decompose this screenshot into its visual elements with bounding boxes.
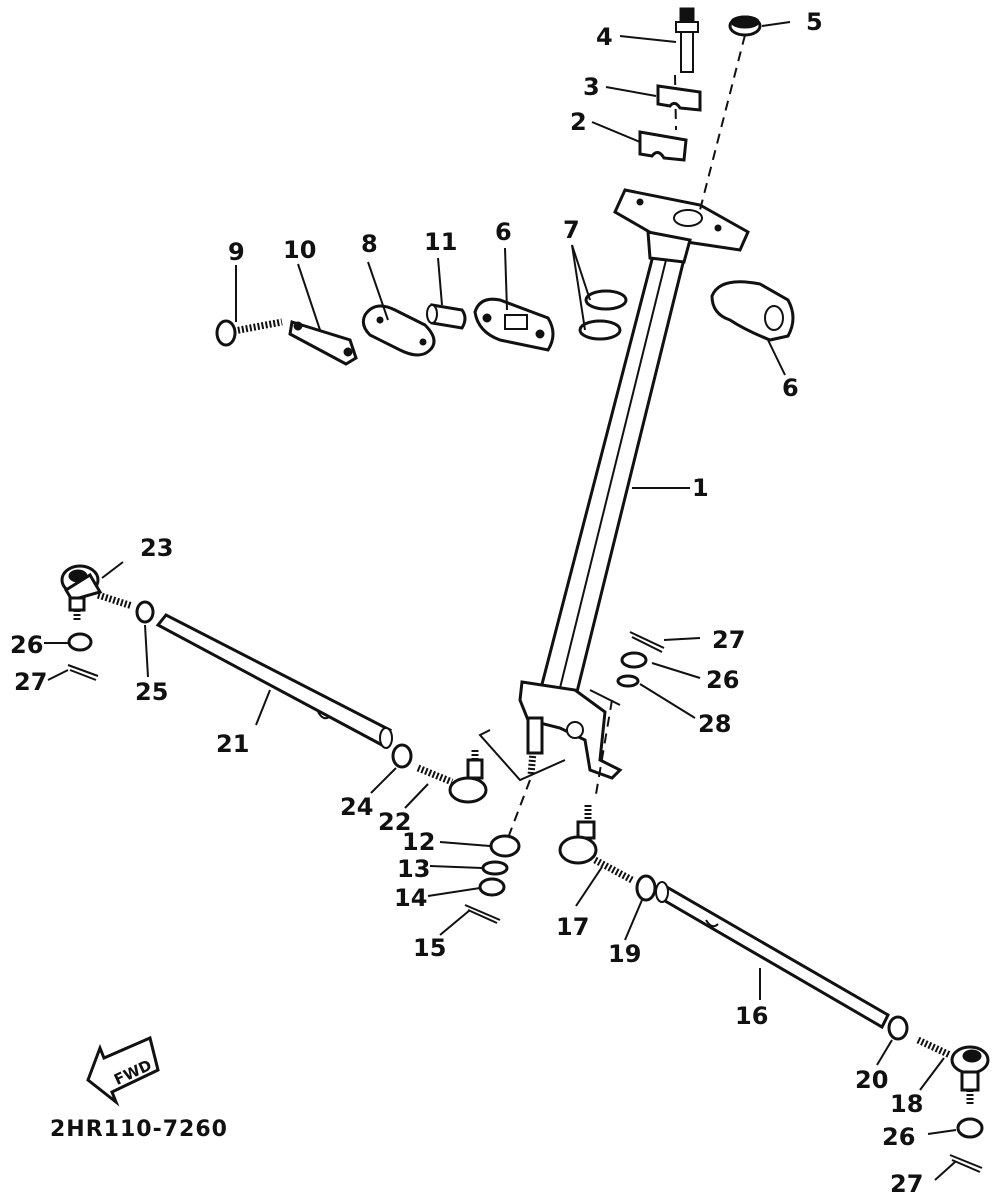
callout-9: 9 — [228, 238, 245, 266]
callout-2: 2 — [570, 108, 587, 136]
nut-12 — [489, 834, 521, 858]
collar-3 — [656, 84, 702, 112]
callout-23: 23 — [140, 534, 173, 562]
nut-19 — [635, 874, 657, 902]
cap-5 — [728, 15, 762, 37]
bolt-9 — [215, 318, 283, 347]
callout-3: 3 — [583, 73, 600, 101]
callout-19: 19 — [608, 940, 641, 968]
tie-rod-16 — [655, 881, 890, 1030]
nut-26-left — [67, 632, 93, 652]
cotter-pin-27-left — [67, 664, 99, 681]
plate-8 — [361, 304, 436, 357]
callout-4: 4 — [596, 23, 613, 51]
callout-15: 15 — [413, 934, 446, 962]
nut-26-right-top — [620, 651, 648, 669]
callout-27-right-top: 27 — [712, 626, 745, 654]
link-10 — [288, 320, 358, 366]
callout-26-right-top: 26 — [706, 666, 739, 694]
callout-18: 18 — [890, 1090, 923, 1118]
tie-rod-end-17 — [558, 805, 634, 884]
callout-6-left: 6 — [495, 218, 512, 246]
callout-26-left: 26 — [10, 631, 43, 659]
callout-12: 12 — [402, 828, 435, 856]
nut-25 — [135, 600, 155, 624]
cotter-pin-15 — [464, 904, 501, 924]
nut-20 — [887, 1015, 909, 1041]
leader-lines — [44, 21, 957, 1181]
nut-14 — [478, 877, 506, 897]
holder-6-left — [473, 297, 555, 352]
callout-10: 10 — [283, 236, 316, 264]
tie-rod-end-18 — [916, 1036, 990, 1104]
collar-2 — [638, 130, 688, 162]
holder-6-right — [710, 280, 795, 342]
assembly-lines — [478, 34, 746, 839]
callout-6-right: 6 — [782, 374, 799, 402]
callout-20: 20 — [855, 1066, 888, 1094]
nut-24 — [391, 743, 413, 769]
cotter-pin-27-right-bottom — [949, 1154, 983, 1173]
callout-labels: 1 2 3 4 5 6 6 7 8 9 10 11 12 13 14 15 16… — [10, 8, 923, 1198]
callout-24: 24 — [340, 793, 373, 821]
callout-16: 16 — [735, 1002, 768, 1030]
callout-5: 5 — [806, 8, 823, 36]
callout-21: 21 — [216, 730, 249, 758]
callout-8: 8 — [361, 230, 378, 258]
steering-shaft — [518, 188, 750, 780]
callout-28: 28 — [698, 710, 731, 738]
tie-rod-21 — [155, 613, 393, 749]
callout-7: 7 — [563, 216, 580, 244]
washer-13 — [481, 860, 509, 876]
callout-27-left: 27 — [14, 668, 47, 696]
fwd-arrow-icon: FWD — [86, 1035, 160, 1107]
callout-26-right-bottom: 26 — [882, 1123, 915, 1151]
callout-11: 11 — [424, 228, 457, 256]
callout-14: 14 — [394, 884, 427, 912]
callout-13: 13 — [397, 855, 430, 883]
bolt-4 — [675, 7, 699, 73]
callout-22: 22 — [378, 808, 411, 836]
callout-1: 1 — [692, 474, 709, 502]
callout-17: 17 — [556, 913, 589, 941]
callout-27-right-bottom: 27 — [890, 1170, 923, 1198]
bushing-11 — [426, 303, 467, 330]
tie-rod-end-22 — [416, 750, 488, 804]
diagram-code: 2HR110-7260 — [50, 1117, 228, 1142]
cotter-pin-27-right-top — [629, 631, 665, 653]
washer-28 — [616, 674, 640, 688]
bushing-7 — [578, 289, 628, 341]
tie-rod-end-23 — [60, 564, 134, 622]
callout-25: 25 — [135, 678, 168, 706]
nut-26-right-bottom — [956, 1117, 984, 1139]
